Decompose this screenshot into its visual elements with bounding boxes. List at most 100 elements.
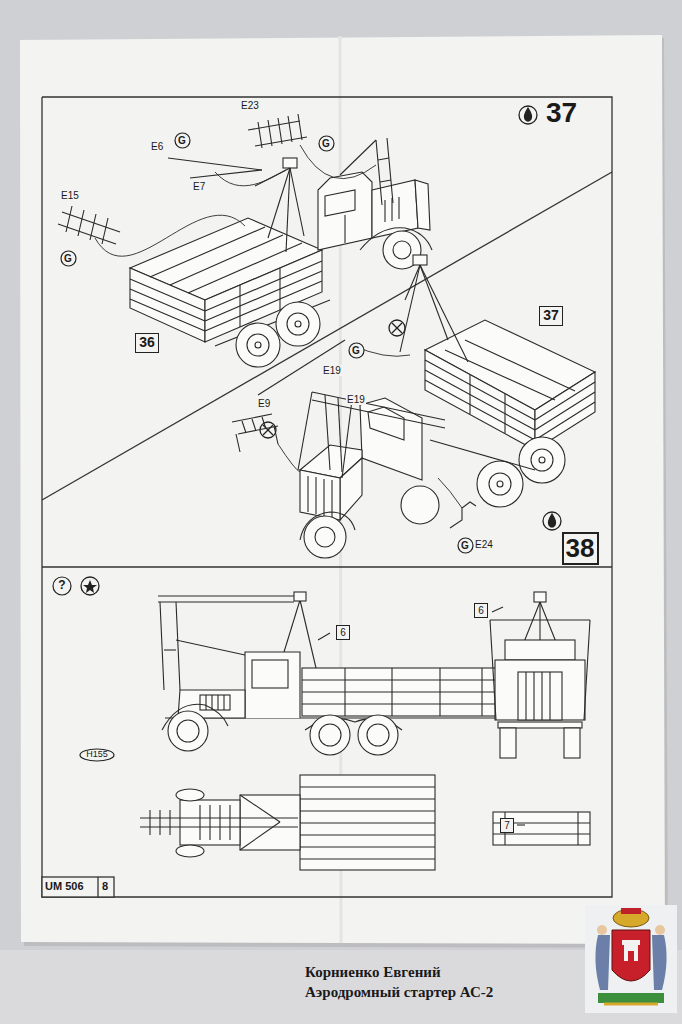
coat-of-arms-part: [595, 935, 610, 990]
glue-icons-part: [548, 514, 555, 527]
coat-of-arms-part: [628, 951, 634, 961]
shape-outline: [53, 577, 71, 595]
side-view-part: [176, 640, 245, 655]
parts-step-38-part: [242, 421, 246, 433]
panel-frame-part: [42, 877, 114, 897]
part-name: E23: [240, 100, 260, 111]
coat-of-arms-part: [622, 940, 640, 945]
truck-step-38-part: [315, 527, 335, 547]
side-view-part: [168, 711, 208, 751]
truck-step-37-part: [415, 180, 430, 230]
coat-of-arms-part: [604, 1003, 658, 1006]
glue-icons-part: [524, 108, 531, 121]
front-view-part: [564, 728, 580, 758]
truck-step-37-part: [130, 279, 205, 311]
parts-step-38-part: [236, 434, 240, 452]
panel-frame-part: [42, 172, 612, 500]
side-view-part: [302, 703, 517, 704]
part-name: E6: [150, 141, 164, 152]
front-view-part: [500, 728, 516, 758]
rear-bed-view-part: [493, 812, 590, 845]
glue-icons-part: [81, 577, 99, 595]
top-view-part: [229, 805, 230, 840]
parts-step-37: [58, 114, 376, 256]
truck-step-38-part: [489, 473, 511, 495]
truck-step-38-part: [504, 394, 505, 433]
truck-step-37-part: [247, 334, 269, 356]
top-view-part: [199, 805, 200, 840]
truck-step-38-part: [420, 265, 468, 362]
truck-step-37-part: [239, 285, 240, 327]
truck-step-38-part: [539, 457, 545, 463]
parts-step-38-part: [252, 419, 256, 431]
top-view-part: [300, 786, 435, 787]
front-view: [490, 592, 590, 758]
node-text: 6: [478, 605, 484, 616]
part-name: E19: [346, 394, 366, 405]
side-view-part: [358, 715, 398, 755]
parts-step-37-part: [90, 214, 96, 240]
coat-of-arms-part: [655, 925, 665, 935]
top-view-part: [180, 800, 240, 845]
truck-step-38-part: [497, 481, 503, 487]
side-view-part: [177, 720, 199, 742]
parts-step-37-part: [300, 145, 376, 179]
step-number: 37: [539, 306, 563, 326]
paint-code: H155: [79, 748, 115, 762]
truck-step-38-part: [413, 255, 427, 265]
page-number: 8: [102, 880, 108, 892]
truck-step-37-part: [387, 138, 393, 203]
top-view: [140, 775, 435, 870]
truck-step-37-part: [279, 268, 280, 310]
truck-step-37-part: [325, 190, 355, 216]
truck-step-38-part: [325, 395, 330, 470]
glue-icons-part: [260, 422, 276, 438]
side-view-part: [302, 679, 517, 680]
truck-step-37-part: [276, 302, 320, 346]
truck-step-38-part: [535, 402, 595, 440]
truck-step-37-part: [344, 215, 345, 243]
top-view-part: [300, 846, 435, 847]
top-view-part: [300, 810, 435, 811]
glue-callout: G: [348, 342, 365, 359]
front-view-part: [525, 672, 526, 720]
parts-step-38-part: [232, 414, 272, 422]
coat-of-arms-part: [598, 993, 664, 1003]
part-name: E15: [60, 190, 80, 201]
parts-step-37-part: [78, 210, 84, 236]
coat-of-arms-part: [624, 945, 638, 961]
top-view-part: [240, 795, 280, 822]
truck-step-38-part: [298, 392, 312, 470]
glue-callout: G: [174, 132, 191, 149]
truck-step-38-part: [519, 437, 565, 483]
front-view-part: [533, 672, 534, 720]
shape-outline: [61, 251, 76, 266]
side-view-part: [200, 695, 230, 710]
side-view-part: [344, 668, 345, 716]
truck-step-38-part: [323, 479, 324, 516]
side-view-part: [245, 652, 300, 718]
node-text: 7: [504, 820, 510, 831]
rear-bed-view-part: [517, 824, 525, 825]
side-view-part: [481, 668, 482, 716]
node-text: 6: [340, 627, 346, 638]
top-view-part: [300, 858, 435, 859]
coat-of-arms-part: [652, 935, 667, 990]
coat-of-arms-part: [597, 925, 607, 935]
glue-icons-part: [389, 320, 405, 336]
front-view-part: [498, 722, 582, 728]
parts-step-38-part: [450, 502, 476, 528]
top-view-part: [219, 805, 220, 840]
truck-step-38: [298, 255, 595, 558]
parts-step-38-part: [278, 444, 300, 472]
shape-outline: [175, 133, 190, 148]
subject-caption: Аэродромный стартер АС-2: [305, 984, 493, 1001]
node-text: G: [461, 540, 469, 551]
top-view-part: [176, 845, 204, 857]
sheet-part: [20, 35, 665, 944]
parts-step-37-part: [258, 122, 262, 148]
coat-of-arms-part: [612, 930, 650, 981]
front-view-part: [534, 592, 546, 602]
